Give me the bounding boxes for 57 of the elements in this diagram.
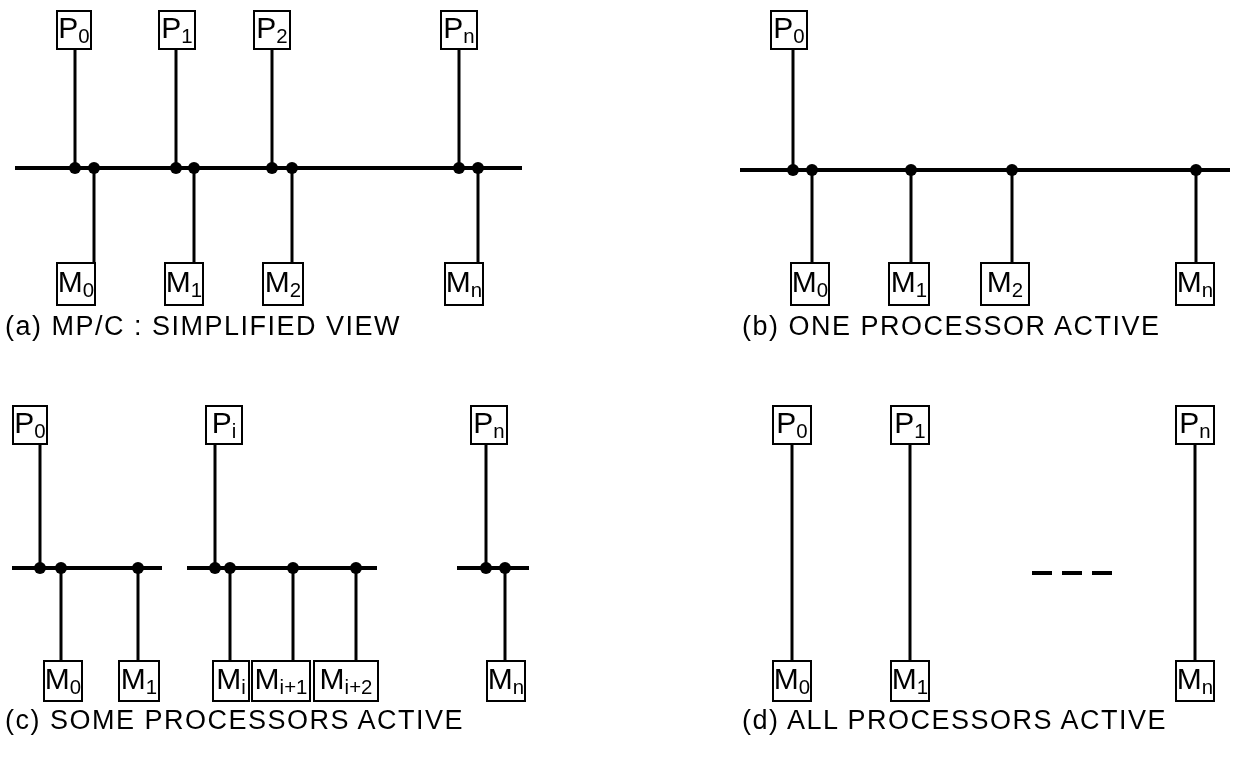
- connector-line: [806, 164, 818, 262]
- panel-caption: (a) MP/C : SIMPLIFIED VIEW: [5, 311, 402, 342]
- labeled-box: P$_{0}$: [772, 405, 812, 445]
- labeled-box: M$_{0}$: [772, 660, 812, 702]
- labeled-box: P$_{n}$: [470, 405, 508, 445]
- labeled-box: M$_{2}$: [262, 262, 304, 306]
- connector-line: [286, 162, 298, 262]
- connector-line: [224, 562, 236, 660]
- connector-line: [908, 445, 912, 660]
- connector-line: [188, 162, 200, 262]
- labeled-box: M$_{n}$: [486, 660, 526, 702]
- labeled-box: M$_{n}$: [1175, 660, 1215, 702]
- connector-line: [170, 50, 182, 174]
- labeled-box: P$_{0}$: [12, 405, 48, 445]
- labeled-box: P$_{2}$: [253, 10, 291, 50]
- connector-line: [132, 562, 144, 660]
- connector-line: [453, 50, 465, 174]
- panel-caption: (d) ALL PROCESSORS ACTIVE: [742, 705, 1168, 736]
- labeled-box: M$_{1}$: [890, 660, 930, 702]
- labeled-box: P$_{n}$: [440, 10, 478, 50]
- connector-line: [55, 562, 67, 660]
- labeled-box: M$_{i}$: [212, 660, 250, 702]
- connector-line: [472, 162, 484, 262]
- labeled-box: M$_{n}$: [444, 262, 484, 306]
- connector-line: [787, 50, 799, 176]
- labeled-box: P$_{i}$: [205, 405, 243, 445]
- connector-line: [1193, 445, 1197, 660]
- panel-caption: (c) SOME PROCESSORS ACTIVE: [5, 705, 465, 736]
- connector-line: [350, 562, 362, 660]
- labeled-box: P$_{0}$: [56, 10, 92, 50]
- labeled-box: M$_{0}$: [43, 660, 83, 702]
- labeled-box: P$_{1}$: [158, 10, 196, 50]
- labeled-box: P$_{1}$: [890, 405, 930, 445]
- connector-line: [209, 445, 221, 574]
- connector-line: [266, 50, 278, 174]
- labeled-box: P$_{n}$: [1175, 405, 1215, 445]
- connector-line: [905, 164, 917, 262]
- connector-line: [34, 445, 46, 574]
- labeled-box: M$_{i+2}$: [313, 660, 379, 702]
- connector-line: [88, 162, 100, 262]
- labeled-box: M$_{n}$: [1175, 262, 1215, 306]
- labeled-box: M$_{1}$: [888, 262, 930, 306]
- connector-line: [1190, 164, 1202, 262]
- labeled-box: M$_{2}$: [980, 262, 1030, 306]
- connector-line: [1006, 164, 1018, 262]
- labeled-box: P$_{0}$: [770, 10, 808, 50]
- connector-line: [499, 562, 511, 660]
- connector-line: [287, 562, 299, 660]
- connector-line: [480, 445, 492, 574]
- labeled-box: M$_{i+1}$: [251, 660, 311, 702]
- labeled-box: M$_{1}$: [118, 660, 160, 702]
- labeled-box: M$_{0}$: [790, 262, 830, 306]
- labeled-box: M$_{0}$: [56, 262, 96, 306]
- connector-line: [790, 445, 794, 660]
- panel-caption: (b) ONE PROCESSOR ACTIVE: [742, 311, 1161, 342]
- labeled-box: M$_{1}$: [164, 262, 204, 306]
- connector-line: [69, 50, 81, 174]
